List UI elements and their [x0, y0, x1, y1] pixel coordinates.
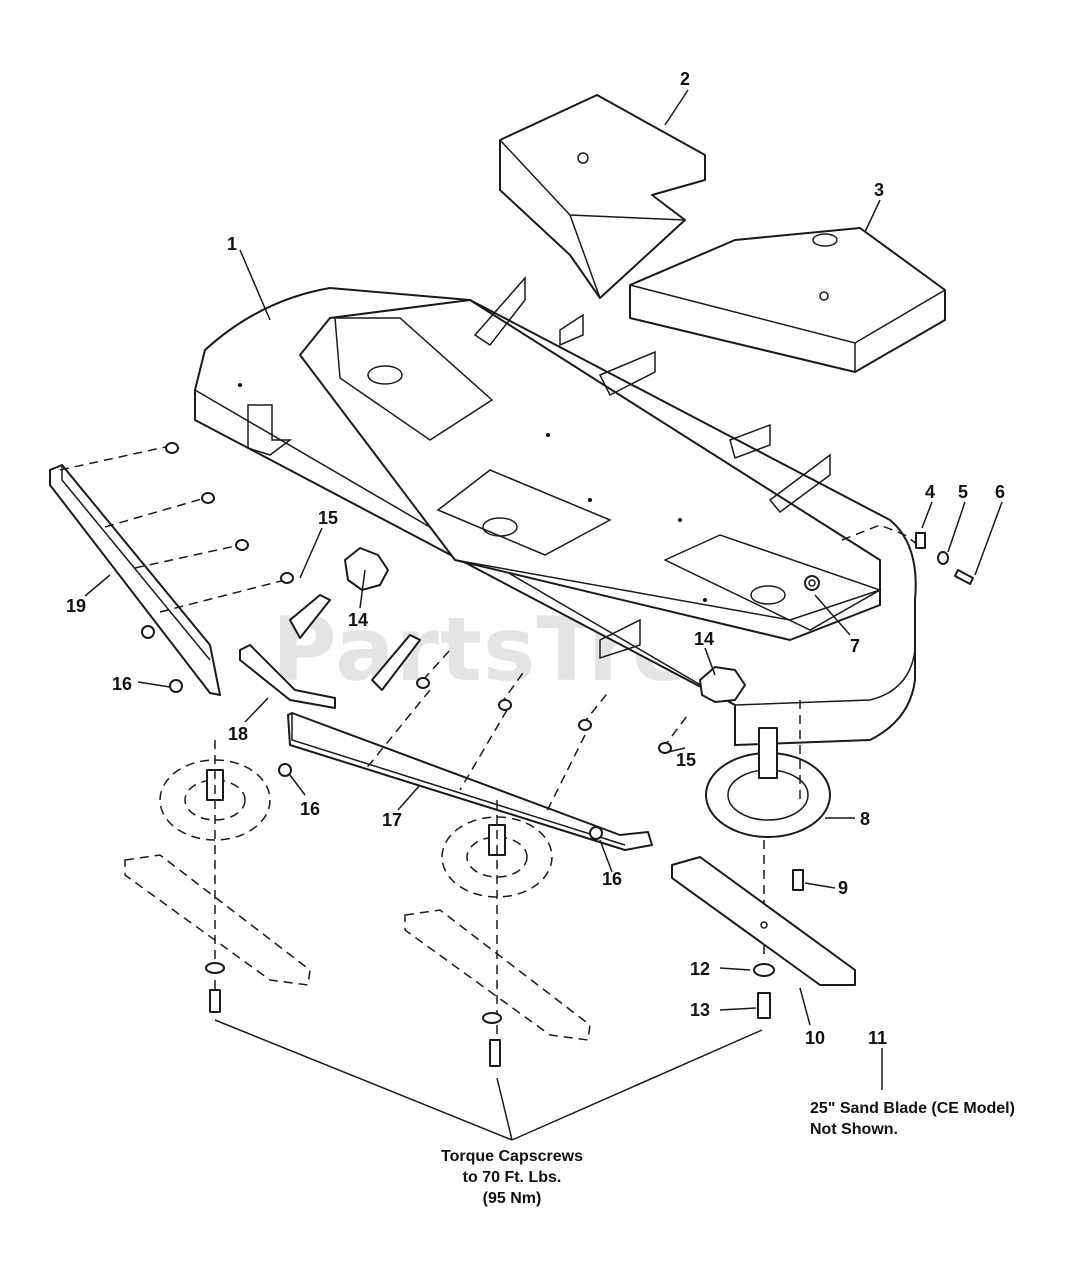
- callout-7[interactable]: 7: [850, 636, 860, 656]
- callout-3[interactable]: 3: [874, 180, 884, 200]
- torque-note-line-3: (95 Nm): [483, 1190, 542, 1207]
- part-14-knobs: [344, 547, 746, 703]
- sand-blade-note: 25" Sand Blade (CE Model) Not Shown.: [810, 1100, 1015, 1138]
- callout-4[interactable]: 4: [925, 482, 935, 502]
- callout-14a[interactable]: 14: [348, 610, 368, 630]
- callout-2[interactable]: 2: [680, 69, 690, 89]
- callout-1[interactable]: 1: [227, 234, 237, 254]
- part-10-blade: [671, 856, 856, 986]
- spindle-center: [404, 800, 591, 1067]
- callout-13[interactable]: 13: [690, 1000, 710, 1020]
- callout-12[interactable]: 12: [690, 959, 710, 979]
- part-19-baffle: [49, 442, 294, 696]
- callout-6[interactable]: 6: [995, 482, 1005, 502]
- callout-15b[interactable]: 15: [676, 750, 696, 770]
- callout-11[interactable]: 11: [868, 1028, 887, 1048]
- callout-16a[interactable]: 16: [112, 674, 132, 694]
- part-17-baffle: [278, 649, 691, 851]
- torque-note-line-2: to 70 Ft. Lbs.: [463, 1169, 562, 1186]
- callout-16c[interactable]: 16: [602, 869, 622, 889]
- sand-blade-note-line-2: Not Shown.: [810, 1121, 898, 1138]
- part-7-nut: [804, 575, 820, 591]
- part-3-cover: [629, 227, 946, 373]
- callout-16b[interactable]: 16: [300, 799, 320, 819]
- spindle-left: [124, 740, 311, 1013]
- callout-9[interactable]: 9: [838, 878, 848, 898]
- sand-blade-note-line-1: 25" Sand Blade (CE Model): [810, 1100, 1015, 1117]
- part-18-bracket: [239, 594, 421, 709]
- callout-14b[interactable]: 14: [694, 629, 714, 649]
- callout-18[interactable]: 18: [228, 724, 248, 744]
- callout-8[interactable]: 8: [860, 809, 870, 829]
- torque-note-line-1: Torque Capscrews: [441, 1148, 583, 1165]
- callout-10[interactable]: 10: [805, 1028, 825, 1048]
- part-9-screw: [792, 869, 804, 891]
- callout-5[interactable]: 5: [958, 482, 968, 502]
- callout-19[interactable]: 19: [66, 596, 86, 616]
- parts-12-13-washer-capscrew: [753, 963, 775, 1019]
- callout-17[interactable]: 17: [382, 810, 402, 830]
- callout-15a[interactable]: 15: [318, 508, 338, 528]
- torque-note: Torque Capscrews to 70 Ft. Lbs. (95 Nm): [441, 1148, 583, 1207]
- part-2-cover: [499, 94, 706, 299]
- part-1-deck-housing: [194, 276, 917, 746]
- callout-leaders: [84, 89, 1003, 1090]
- parts-4-5-6-hardware: [841, 524, 974, 585]
- part-8-spindle: [705, 700, 831, 960]
- torque-leaders: [214, 1019, 763, 1141]
